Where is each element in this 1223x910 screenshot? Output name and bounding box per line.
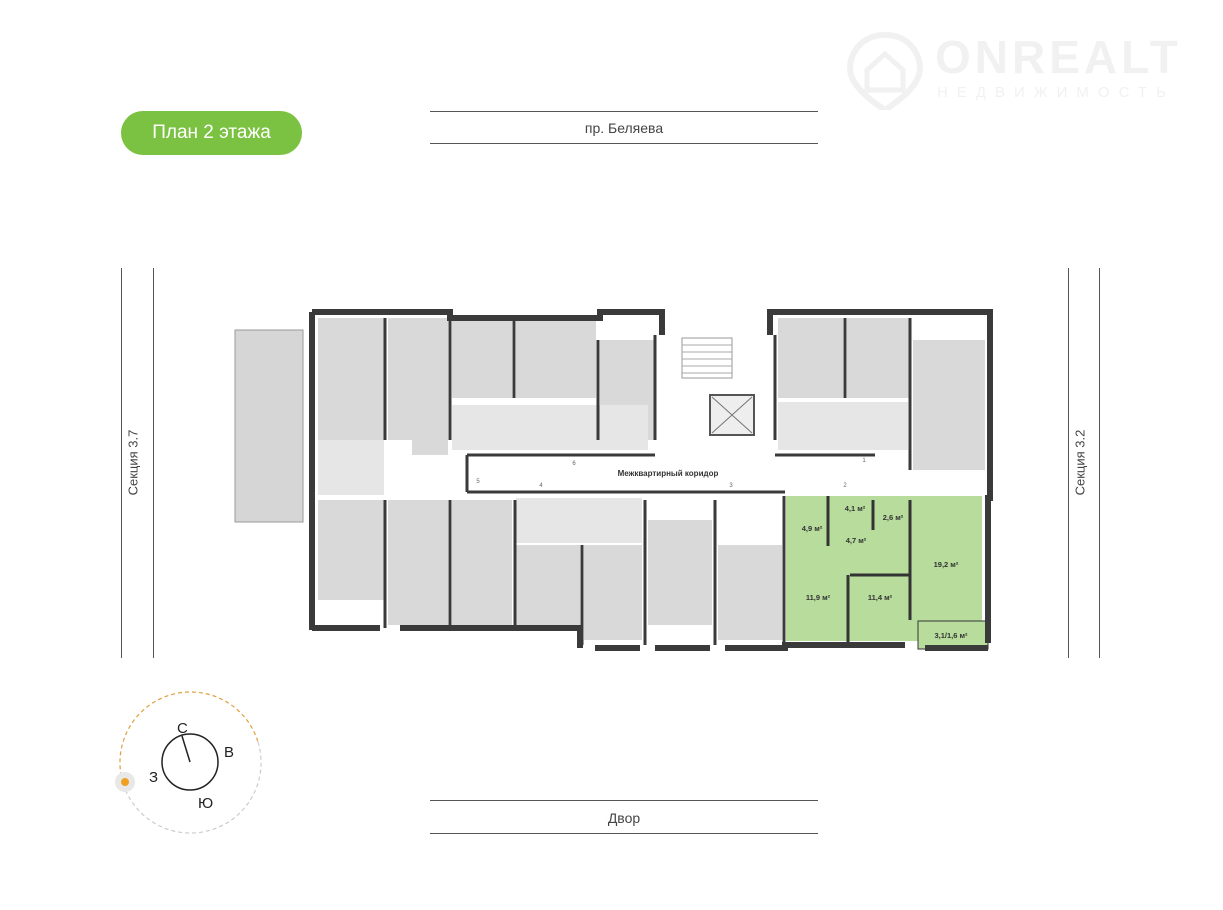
area-label: 11,9 м²	[806, 593, 831, 602]
section-line	[121, 268, 122, 658]
area-label: 4,7 м²	[846, 536, 867, 545]
stairwell	[681, 337, 755, 436]
highlighted-apartment	[786, 496, 989, 650]
street-label-top: пр. Беляева	[584, 120, 664, 136]
area-label: 3,1/1,6 м²	[934, 631, 968, 640]
door-numbers: 1 2 3 4 5 6	[476, 458, 866, 489]
room	[412, 400, 448, 455]
compass-west: З	[149, 769, 158, 786]
yard-line	[430, 833, 818, 834]
kitchen-zone	[318, 440, 384, 495]
area-label: 19,2 м²	[934, 560, 959, 569]
terrace	[234, 329, 304, 523]
floor-title-badge: План 2 этажа	[121, 111, 302, 155]
compass: С В З Ю	[115, 691, 262, 834]
door-number: 3	[729, 483, 733, 489]
street-label-bottom: Двор	[607, 810, 641, 826]
door-number: 5	[476, 479, 480, 485]
yard-line	[430, 800, 818, 801]
area-label: 4,1 м²	[845, 504, 866, 513]
area-label: 4,9 м²	[802, 524, 823, 533]
room	[318, 500, 384, 600]
section-line	[1068, 268, 1069, 658]
bath-zone	[778, 402, 908, 450]
room	[318, 318, 384, 440]
room	[516, 318, 596, 398]
room	[516, 545, 580, 625]
door-number: 4	[539, 483, 543, 489]
door-number: 1	[862, 458, 866, 464]
room	[648, 520, 712, 625]
room	[452, 318, 512, 398]
room	[778, 318, 843, 398]
compass-east: В	[224, 744, 234, 761]
room	[847, 318, 910, 398]
section-line	[153, 268, 154, 658]
corridor-label: Межквартирный коридор	[618, 469, 719, 478]
area-label: 2,6 м²	[883, 513, 904, 522]
house-pin-icon	[846, 31, 924, 110]
rooms	[318, 318, 985, 640]
compass-south: Ю	[198, 795, 213, 812]
bath-zone	[516, 498, 642, 543]
area-label: 11,4 м²	[868, 593, 893, 602]
room	[584, 545, 642, 640]
door-number: 6	[572, 461, 576, 467]
room	[388, 500, 448, 625]
compass-north: С	[177, 720, 188, 737]
walls	[309, 309, 993, 651]
room	[718, 545, 782, 640]
door-number: 2	[843, 483, 847, 489]
room	[913, 340, 985, 470]
street-line	[430, 143, 818, 144]
section-line	[1099, 268, 1100, 658]
street-line	[430, 111, 818, 112]
room	[452, 500, 512, 625]
bath-zone	[452, 405, 648, 450]
area-labels: 4,9 м² 4,1 м² 2,6 м² 4,7 м² 19,2 м² 11,9…	[802, 504, 968, 640]
